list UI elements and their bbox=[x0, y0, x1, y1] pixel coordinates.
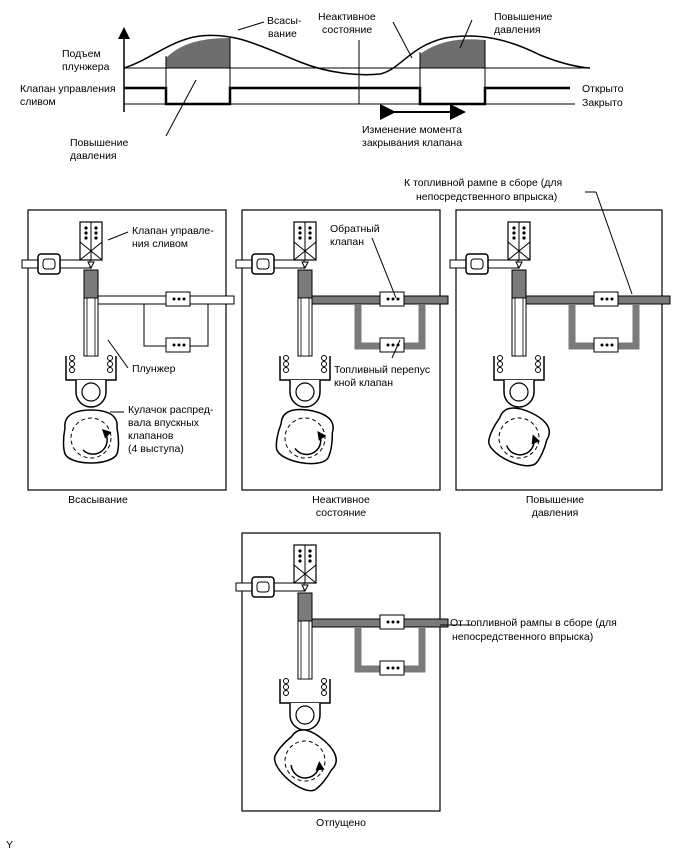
timing-change-label-l2: закрывания клапана bbox=[362, 137, 462, 149]
suction-label-l2: вание bbox=[268, 28, 297, 40]
plunger-lift-label-l2: плунжера bbox=[62, 61, 110, 73]
to-rail-label-l2: непосредственного впрыска) bbox=[416, 191, 557, 203]
roller bbox=[295, 705, 315, 725]
pressurize-top-label-l1: Повышение bbox=[494, 11, 552, 23]
pressure-chamber bbox=[83, 269, 99, 299]
check-valve-label-l1: Обратный bbox=[330, 223, 380, 235]
valve-seat bbox=[87, 261, 95, 270]
closed-label: Закрыто bbox=[582, 97, 623, 109]
panel-frame bbox=[455, 209, 663, 491]
plunger bbox=[86, 297, 96, 357]
from-rail-label-l2: непосредственного впрыска) bbox=[452, 631, 593, 643]
cam-label-l3: клапанов bbox=[128, 430, 174, 442]
pressurize-top-label-l2: давления bbox=[494, 24, 541, 36]
valve-seat bbox=[301, 261, 309, 270]
spill-valve-timing-label-l1: Клапан управления bbox=[20, 83, 116, 95]
cam-label-l2: вала впускных bbox=[128, 417, 200, 429]
diagram-labels: Клапан управле- ния сливом Обратный клап… bbox=[6, 177, 633, 851]
plunger-lift-curve bbox=[123, 34, 591, 76]
pump-panel-released bbox=[235, 532, 449, 812]
plunger-label: Плунжер bbox=[132, 363, 176, 375]
caption-suction: Всасывание bbox=[68, 494, 128, 506]
pressure-chamber bbox=[297, 592, 313, 622]
to-rail-label-l1: К топливной рампе в сборе (для bbox=[404, 177, 562, 189]
pump-panel-suction bbox=[21, 209, 235, 491]
spill-valve-label-l1: Клапан управле- bbox=[132, 225, 214, 237]
pump-panel-idle bbox=[235, 209, 449, 491]
damper-inner bbox=[256, 581, 270, 593]
caption-released: Отпущено bbox=[316, 817, 366, 829]
pressurize-area-2 bbox=[420, 39, 485, 68]
check-valve-label-l2: клапан bbox=[330, 236, 364, 248]
caption-idle-l1: Неактивное bbox=[312, 494, 370, 506]
from-rail-label-l1: От топливной рампы в сборе (для bbox=[450, 617, 617, 629]
pressurize-left-label-l2: давления bbox=[70, 150, 117, 162]
spill-valve-label-l2: ния сливом bbox=[132, 238, 188, 250]
footer-code: Y bbox=[6, 839, 13, 851]
relief-valve-label-l2: кной клапан bbox=[334, 377, 393, 389]
cam-label-l1: Кулачок распред- bbox=[128, 404, 214, 416]
cam-lobes bbox=[487, 407, 550, 467]
pressure-chamber bbox=[511, 269, 527, 299]
roller bbox=[295, 382, 315, 402]
pump-panels bbox=[21, 209, 671, 812]
cam bbox=[62, 409, 120, 464]
cam-rotation-arrow bbox=[82, 428, 112, 455]
cam-label-l4: (4 выступа) bbox=[128, 443, 184, 455]
damper-inner bbox=[256, 258, 270, 270]
timing-change-label-l1: Изменение момента bbox=[362, 124, 462, 136]
cam bbox=[275, 408, 334, 465]
plunger bbox=[300, 297, 310, 357]
pressure-chamber bbox=[297, 269, 313, 299]
pressurize-left-label-l1: Повышение bbox=[70, 137, 128, 149]
cam-rotation-arrow bbox=[294, 430, 327, 456]
cam-rotation-arrow bbox=[505, 434, 541, 456]
suction-label-l1: Всасы- bbox=[267, 15, 302, 27]
roller bbox=[81, 382, 101, 402]
caption-idle-l2: состояние bbox=[316, 507, 366, 519]
valve-seat bbox=[301, 584, 309, 593]
caption-pressurize-l2: давления bbox=[532, 507, 579, 519]
panel-frame bbox=[27, 209, 227, 491]
roller bbox=[509, 382, 529, 402]
plunger bbox=[514, 297, 524, 357]
cam bbox=[487, 407, 550, 467]
damper-inner bbox=[470, 258, 484, 270]
plunger bbox=[300, 620, 310, 680]
cam bbox=[274, 729, 337, 792]
pump-panel-pressurize bbox=[449, 209, 671, 491]
plunger-lift-label-l1: Подъем bbox=[62, 48, 101, 60]
panel-frame bbox=[241, 209, 441, 491]
timing-chart: Подъем плунжера Клапан управления сливом… bbox=[20, 11, 624, 162]
caption-pressurize-l1: Повышение bbox=[526, 494, 584, 506]
open-label: Открыто bbox=[582, 83, 624, 95]
pressurize-area-1 bbox=[166, 38, 230, 68]
cam-rotation-arrow bbox=[290, 761, 325, 779]
cam-base-circle bbox=[284, 740, 326, 782]
spill-valve-timing-label-l2: сливом bbox=[20, 96, 56, 108]
damper-inner bbox=[42, 258, 56, 270]
valve-seat bbox=[515, 261, 523, 270]
cam-lobes bbox=[274, 729, 337, 792]
idle-label-l1: Неактивное bbox=[318, 11, 376, 23]
idle-label-l2: состояние bbox=[322, 24, 372, 36]
relief-valve-label-l1: Топливный перепус bbox=[334, 364, 430, 376]
